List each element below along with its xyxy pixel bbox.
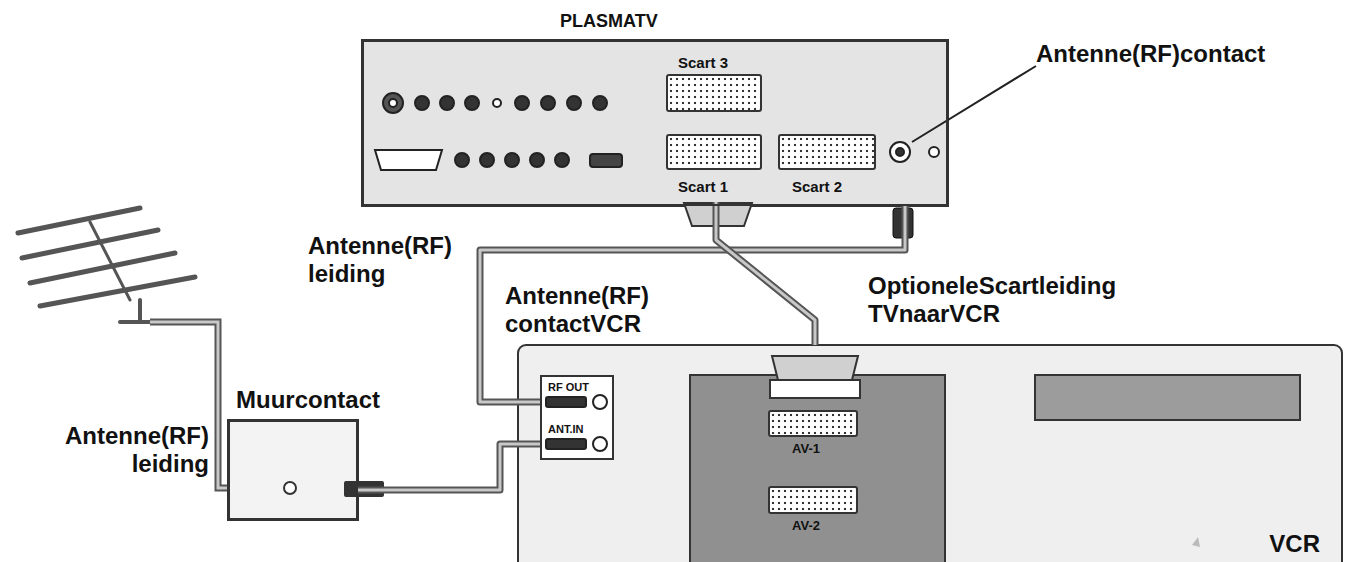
scart-connector — [768, 410, 858, 437]
leader-line — [912, 66, 1036, 142]
node-text: AV-2 — [792, 519, 820, 534]
node-text: AV-1 — [792, 442, 820, 457]
tv-panel-node: PLASMATVScart 1Scart 2Scart 3 — [362, 40, 948, 206]
cable — [358, 444, 540, 490]
scart-socket: Scart 2 — [778, 134, 876, 202]
cable — [716, 202, 815, 345]
scart-socket: Scart 1 — [666, 134, 762, 202]
cable — [480, 206, 905, 402]
node-text: Scart 1 — [678, 178, 728, 195]
wall-socket-node: Muurcontact — [228, 420, 358, 520]
scart-connector — [778, 134, 876, 170]
scart-connector — [666, 134, 762, 170]
scart-connector — [768, 486, 858, 514]
cable-label: OptioneleScartleiding TVnaarVCR — [868, 272, 1188, 327]
node-text: Scart 2 — [792, 178, 842, 195]
vcr-mark — [1192, 537, 1200, 547]
node-text: PLASMATV — [560, 11, 658, 32]
antenna — [18, 208, 195, 322]
vcr-display — [1035, 375, 1300, 420]
scart-socket: AV-2 — [768, 486, 858, 536]
cable-label: Antenne(RF) leiding — [14, 422, 209, 477]
wall-plate — [228, 420, 358, 520]
tv-panel — [362, 40, 948, 206]
vcr-scart-plug — [772, 356, 858, 380]
node-text: Muurcontact — [236, 386, 380, 414]
node-text: Scart 3 — [678, 54, 728, 71]
vcr-av-panel — [690, 375, 945, 562]
wall-jack — [284, 482, 296, 494]
rf-panel-bg — [540, 375, 614, 460]
scart-socket: Scart 3 — [666, 54, 762, 114]
vcr-rf-jacks — [546, 395, 607, 451]
scart-socket: AV-1 — [768, 410, 858, 462]
vcr-node: VCR AV-1AV-2 RF OUT ANT.IN — [518, 345, 1342, 562]
callout-label: Antenne(RF)contact — [1036, 40, 1336, 68]
cable-label: Antenne(RF) leiding — [308, 232, 468, 287]
vcr-body — [518, 345, 1342, 562]
node-text: VCR — [1269, 530, 1320, 558]
node-text: ANT.IN — [548, 423, 583, 436]
scart-connector — [666, 74, 762, 112]
rf-panel: RF OUT ANT.IN — [540, 375, 614, 460]
node-text: RF OUT — [548, 381, 589, 394]
tv-sockets — [375, 93, 939, 170]
vcr-scart-socket — [770, 380, 860, 398]
callout-label: Antenne(RF) contactVCR — [505, 282, 700, 337]
